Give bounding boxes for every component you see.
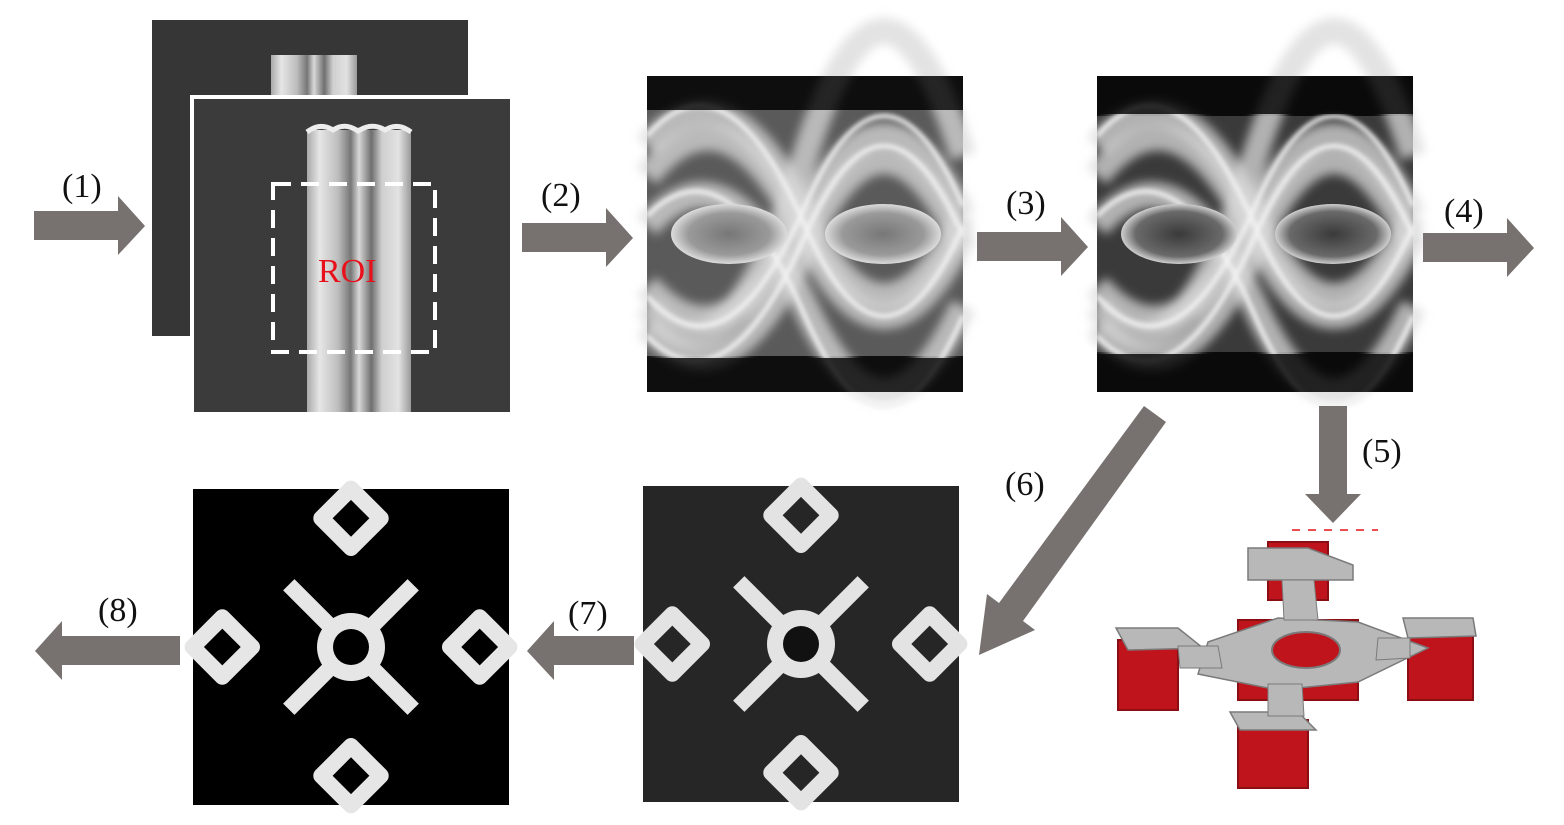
arrow-step-5	[1305, 406, 1361, 523]
step-2-label: (2)	[541, 177, 581, 214]
arrow-step-2	[522, 208, 633, 267]
projection-stack: ROI	[152, 20, 512, 415]
arrow-step-3	[977, 217, 1088, 276]
step-1-label: (1)	[62, 168, 102, 205]
arrow-step-4	[1423, 218, 1534, 277]
sinogram-processed	[1097, 31, 1413, 406]
arrow-step-7	[527, 621, 634, 680]
arrow-step-6	[979, 406, 1166, 655]
step-3-label: (3)	[1006, 185, 1046, 222]
volume-render-3d	[1114, 541, 1477, 789]
arrow-step-8	[35, 621, 180, 680]
reconstructed-slice	[634, 477, 968, 811]
sinogram-raw	[647, 31, 963, 406]
arrow-step-1	[34, 196, 145, 255]
step-8-label: (8)	[98, 592, 138, 629]
roi-box	[271, 182, 437, 354]
roi-label: ROI	[318, 253, 377, 290]
step-5-label: (5)	[1362, 433, 1402, 470]
step-6-label: (6)	[1005, 466, 1045, 503]
step-4-label: (4)	[1444, 193, 1484, 230]
step-7-label: (7)	[568, 595, 608, 632]
segmented-slice	[184, 480, 518, 814]
